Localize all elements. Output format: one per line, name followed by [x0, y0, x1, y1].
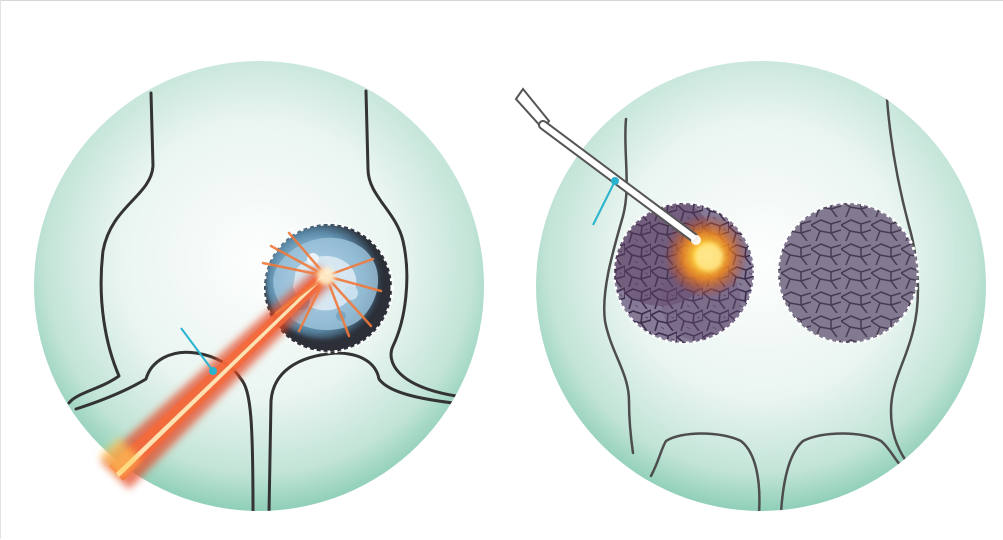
untreated-tissue	[778, 203, 918, 343]
laser-ablation-panel	[34, 61, 484, 513]
probe-ablation-panel	[516, 61, 986, 513]
